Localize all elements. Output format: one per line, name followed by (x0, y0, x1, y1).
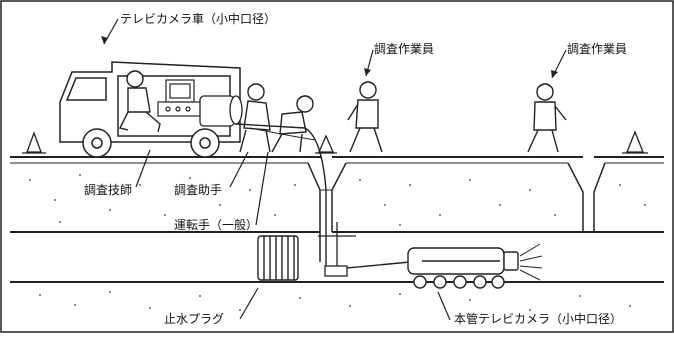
camera-light-rays (519, 243, 543, 281)
investigator-right-figure (527, 83, 567, 153)
label-main-pipe-tv-camera: 本管テレビカメラ（小中口径） (454, 312, 623, 326)
pipe-tv-camera (407, 247, 519, 289)
traffic-cone-left (22, 131, 46, 154)
label-driver: 運転手（一般） (174, 218, 259, 232)
ground-surface (10, 156, 664, 164)
manhole-left (307, 162, 347, 262)
stop-water-plug (257, 235, 299, 281)
traffic-cone-center (315, 134, 337, 154)
label-stop-water-plug: 止水プラグ (164, 312, 225, 326)
driver-figure (271, 95, 314, 153)
guide-roller (318, 222, 356, 277)
soil-texture (29, 174, 646, 311)
label-survey-engineer: 調査技師 (84, 183, 133, 197)
monitor-console (157, 79, 203, 117)
survey-engineer-figure (118, 70, 161, 133)
manhole-right (567, 162, 606, 232)
investigator-left-figure (347, 81, 383, 153)
label-investigator-left: 調査作業員 (374, 42, 435, 56)
label-survey-assistant: 調査助手 (174, 183, 223, 197)
traffic-cone-right (622, 130, 648, 154)
cable-reel (199, 95, 243, 127)
survey-assistant-figure (239, 83, 271, 153)
tv-camera-truck (59, 61, 241, 158)
label-investigator-right: 調査作業員 (567, 42, 628, 56)
main-pipe (10, 231, 664, 283)
arrow-heads (101, 36, 558, 78)
label-tv-camera-truck: テレビカメラ車（小中口径） (120, 12, 277, 26)
camera-cable (235, 123, 411, 271)
